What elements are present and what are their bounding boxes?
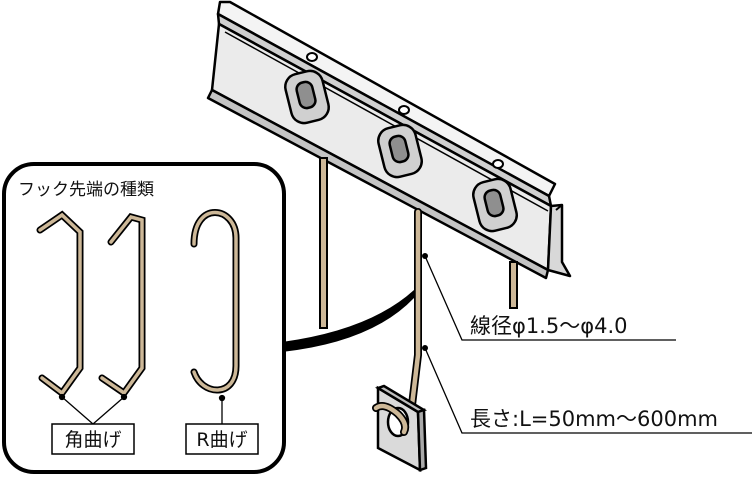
square-bend-label: 角曲げ [64, 429, 121, 451]
inset-connector [282, 290, 414, 352]
square-bend-hook-left [36, 210, 84, 398]
inset-title: フック先端の種類 [18, 180, 154, 200]
rail-slots [284, 69, 518, 233]
wire-right [509, 261, 518, 309]
r-bend-hook [190, 209, 240, 394]
rail-slot-2 [377, 123, 423, 179]
r-bend-label-box: R曲げ [185, 423, 259, 455]
hook-label-leaders [58, 393, 226, 425]
hook-types-inset: フック先端の種類 [2, 162, 286, 474]
square-bend-hooks [36, 210, 146, 398]
diameter-label: 線径φ1.5〜φ4.0 [470, 314, 628, 338]
wire-left [319, 157, 328, 329]
length-callout: 長さ:L=50mm〜600mm [422, 345, 752, 434]
square-bend-hook-right [98, 213, 146, 398]
rail-slot-3 [472, 177, 518, 233]
square-bend-label-box: 角曲げ [51, 423, 135, 455]
diameter-callout: 線径φ1.5〜φ4.0 [422, 253, 676, 341]
rail-slot-1 [284, 69, 330, 125]
length-label: 長さ:L=50mm〜600mm [470, 407, 718, 431]
r-bend-label: R曲げ [196, 429, 247, 451]
rail-holes [306, 52, 504, 169]
